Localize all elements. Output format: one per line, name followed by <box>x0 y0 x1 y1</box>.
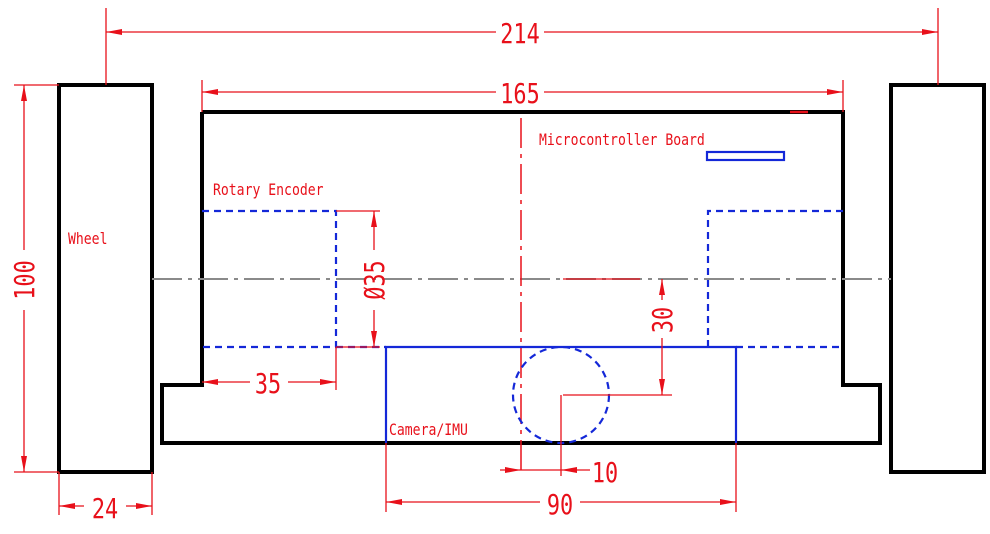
arrowheads <box>21 29 938 509</box>
label-rotary-encoder: Rotary Encoder <box>213 181 324 200</box>
dim-wheel-width: 24 <box>92 492 118 524</box>
dim-encoder-diameter: Ø35 <box>358 260 390 299</box>
dim-encoder-offset: 35 <box>255 367 281 399</box>
dim-camera-offset-vertical: 30 <box>646 307 678 333</box>
label-wheel: Wheel <box>68 230 107 249</box>
dimension-texts: 214 165 100 24 35 Ø35 30 10 90 <box>8 17 678 524</box>
dim-camera-width: 90 <box>547 488 573 520</box>
chassis-body <box>160 110 882 445</box>
dim-camera-offset-horizontal: 10 <box>592 456 618 488</box>
left-rotary-encoder <box>202 209 338 349</box>
component-labels: Wheel Rotary Encoder Microcontroller Boa… <box>68 131 705 440</box>
microcontroller-board <box>705 150 786 162</box>
dim-body-width: 165 <box>500 77 539 109</box>
dim-overall-width: 214 <box>500 17 539 49</box>
label-microcontroller-board: Microcontroller Board <box>539 131 705 150</box>
dim-wheel-height: 100 <box>8 260 40 299</box>
right-wheel <box>889 83 986 474</box>
label-camera-imu: Camera/IMU <box>389 421 468 440</box>
right-rotary-encoder <box>706 209 843 347</box>
centerlines <box>152 118 891 476</box>
left-wheel <box>57 83 154 474</box>
components <box>202 150 843 445</box>
camera-imu-block <box>384 345 738 443</box>
